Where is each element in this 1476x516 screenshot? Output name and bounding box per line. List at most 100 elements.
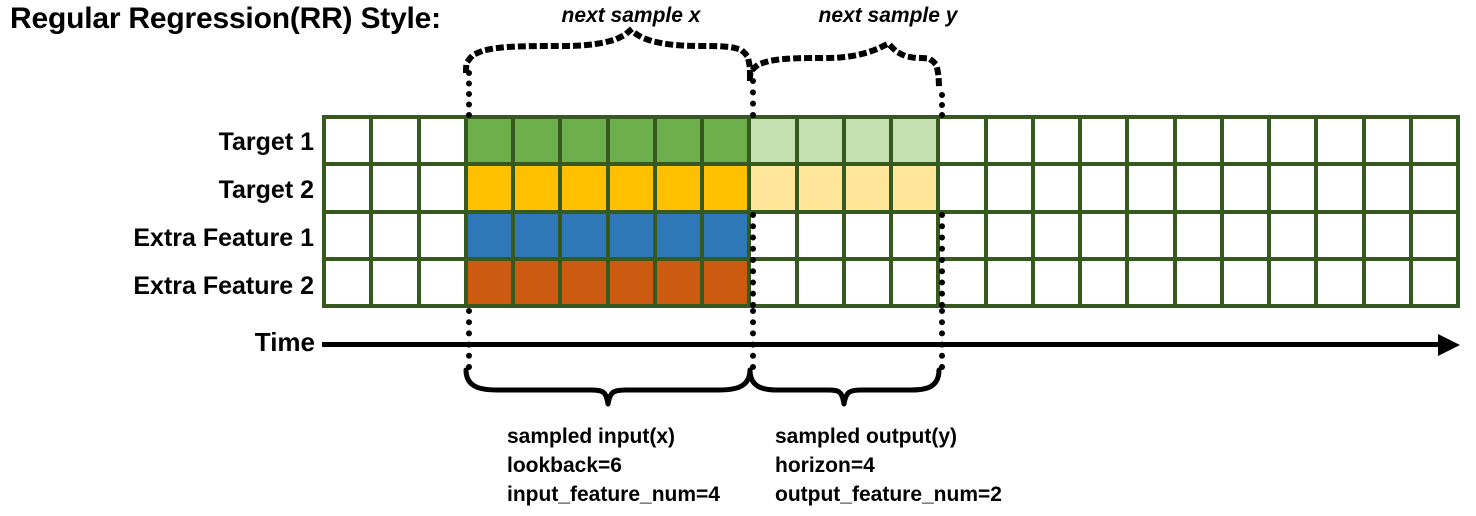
- sampled-input-line-2: lookback=6: [507, 454, 622, 477]
- grid-cell-r3-c19: [1176, 213, 1220, 257]
- grid-cell-r4-c20: [1223, 260, 1267, 304]
- grid-cell-r1-c18: [1129, 119, 1173, 163]
- grid-cell-r3-c6: [562, 213, 606, 257]
- grid-cell-r2-c4: [467, 166, 511, 210]
- grid-cell-r1-c16: [1034, 119, 1078, 163]
- grid-cell-r4-c24: [1412, 260, 1456, 304]
- grid-cell-r4-c9: [704, 260, 748, 304]
- grid-cell-r2-c22: [1318, 166, 1362, 210]
- grid-cell-r1-c1: [326, 119, 370, 163]
- divider-dotted-left-top: [466, 70, 472, 118]
- grid-cell-r2-c21: [1271, 166, 1315, 210]
- grid-cell-r1-c10: [751, 119, 795, 163]
- grid-cell-r4-c2: [373, 260, 417, 304]
- grid-cell-r3-c8: [656, 213, 700, 257]
- grid-cell-r3-c12: [845, 213, 889, 257]
- grid-cell-r4-c12: [845, 260, 889, 304]
- grid-cell-r3-c1: [326, 213, 370, 257]
- page-title: Regular Regression(RR) Style:: [10, 2, 441, 35]
- grid-cell-r4-c19: [1176, 260, 1220, 304]
- grid-cell-r1-c3: [420, 119, 464, 163]
- grid-cell-r1-c8: [656, 119, 700, 163]
- grid-cell-r3-c11: [798, 213, 842, 257]
- grid-cell-r4-c15: [987, 260, 1031, 304]
- grid-cell-r2-c17: [1082, 166, 1126, 210]
- time-axis-label: Time: [254, 327, 315, 357]
- grid-cell-r1-c17: [1082, 119, 1126, 163]
- grid-cell-r2-c5: [515, 166, 559, 210]
- grid-cell-r3-c14: [940, 213, 984, 257]
- grid-cell-r4-c11: [798, 260, 842, 304]
- grid-cell-r1-c5: [515, 119, 559, 163]
- grid-cell-r1-c9: [704, 119, 748, 163]
- sampled-input-line-3: input_feature_num=4: [507, 483, 720, 506]
- grid-cell-r3-c7: [609, 213, 653, 257]
- grid-cell-r3-c24: [1412, 213, 1456, 257]
- top-annotation-next-sample-x: next sample x: [561, 4, 701, 27]
- grid-cell-r2-c3: [420, 166, 464, 210]
- grid-cell-r4-c5: [515, 260, 559, 304]
- divider-dotted-middle-bottom: [750, 308, 756, 370]
- grid-cell-r2-c11: [798, 166, 842, 210]
- grid-cell-r4-c7: [609, 260, 653, 304]
- grid-cell-r4-c21: [1271, 260, 1315, 304]
- divider-dotted-middle-top: [750, 78, 756, 118]
- grid-cell-r1-c6: [562, 119, 606, 163]
- bottom-annotation-sampled-input: sampled input(x) lookback=6 input_featur…: [507, 422, 720, 509]
- grid-cell-r2-c14: [940, 166, 984, 210]
- row-label-extra-feature-1: Extra Feature 1: [133, 224, 314, 252]
- divider-dotted-right-top: [939, 92, 945, 118]
- timeseries-grid: [322, 115, 1460, 308]
- grid-cell-r4-c8: [656, 260, 700, 304]
- grid-cell-r3-c5: [515, 213, 559, 257]
- grid-cell-r4-c23: [1365, 260, 1409, 304]
- grid-cell-r2-c16: [1034, 166, 1078, 210]
- grid-cell-r2-c18: [1129, 166, 1173, 210]
- grid-cell-r1-c24: [1412, 119, 1456, 163]
- grid-cell-r1-c11: [798, 119, 842, 163]
- grid-cell-r3-c20: [1223, 213, 1267, 257]
- grid-cell-r4-c6: [562, 260, 606, 304]
- grid-cell-r2-c2: [373, 166, 417, 210]
- grid-cell-r1-c14: [940, 119, 984, 163]
- top-brace-group: [462, 26, 943, 96]
- grid-cell-r2-c6: [562, 166, 606, 210]
- grid-cell-r4-c3: [420, 260, 464, 304]
- grid-cell-r3-c4: [467, 213, 511, 257]
- grid-cell-r3-c2: [373, 213, 417, 257]
- sampled-output-line-2: horizon=4: [775, 454, 875, 477]
- divider-dotted-middle-grid: [750, 212, 756, 308]
- grid-cell-r3-c9: [704, 213, 748, 257]
- divider-dotted-right-grid: [939, 212, 945, 308]
- row-label-extra-feature-2: Extra Feature 2: [133, 272, 314, 300]
- grid-cell-r1-c2: [373, 119, 417, 163]
- grid-cell-r1-c22: [1318, 119, 1362, 163]
- grid-cell-r1-c7: [609, 119, 653, 163]
- grid-cell-r2-c19: [1176, 166, 1220, 210]
- grid-cell-r1-c4: [467, 119, 511, 163]
- grid-cell-r3-c15: [987, 213, 1031, 257]
- grid-cell-r2-c15: [987, 166, 1031, 210]
- grid-cell-r3-c16: [1034, 213, 1078, 257]
- row-label-group: Target 1 Target 2 Extra Feature 1 Extra …: [22, 116, 314, 308]
- row-label-target-2: Target 2: [218, 176, 314, 204]
- grid-cell-r4-c1: [326, 260, 370, 304]
- sampled-output-line-1: sampled output(y): [775, 425, 957, 448]
- grid-cell-r4-c13: [893, 260, 937, 304]
- grid-cell-r2-c10: [751, 166, 795, 210]
- grid-cell-r2-c20: [1223, 166, 1267, 210]
- grid-cell-r1-c12: [845, 119, 889, 163]
- sampled-output-line-3: output_feature_num=2: [775, 483, 1002, 506]
- sampled-input-line-1: sampled input(x): [507, 425, 676, 448]
- grid-cell-r3-c18: [1129, 213, 1173, 257]
- grid-cell-r2-c23: [1365, 166, 1409, 210]
- bottom-annotation-sampled-output: sampled output(y) horizon=4 output_featu…: [775, 422, 1002, 509]
- top-annotation-next-sample-y: next sample y: [818, 4, 958, 27]
- grid-cell-r1-c21: [1271, 119, 1315, 163]
- grid-cell-r4-c17: [1082, 260, 1126, 304]
- grid-cell-r4-c16: [1034, 260, 1078, 304]
- grid-cell-r4-c4: [467, 260, 511, 304]
- row-label-target-1: Target 1: [218, 128, 314, 156]
- time-axis-line: [322, 342, 1444, 347]
